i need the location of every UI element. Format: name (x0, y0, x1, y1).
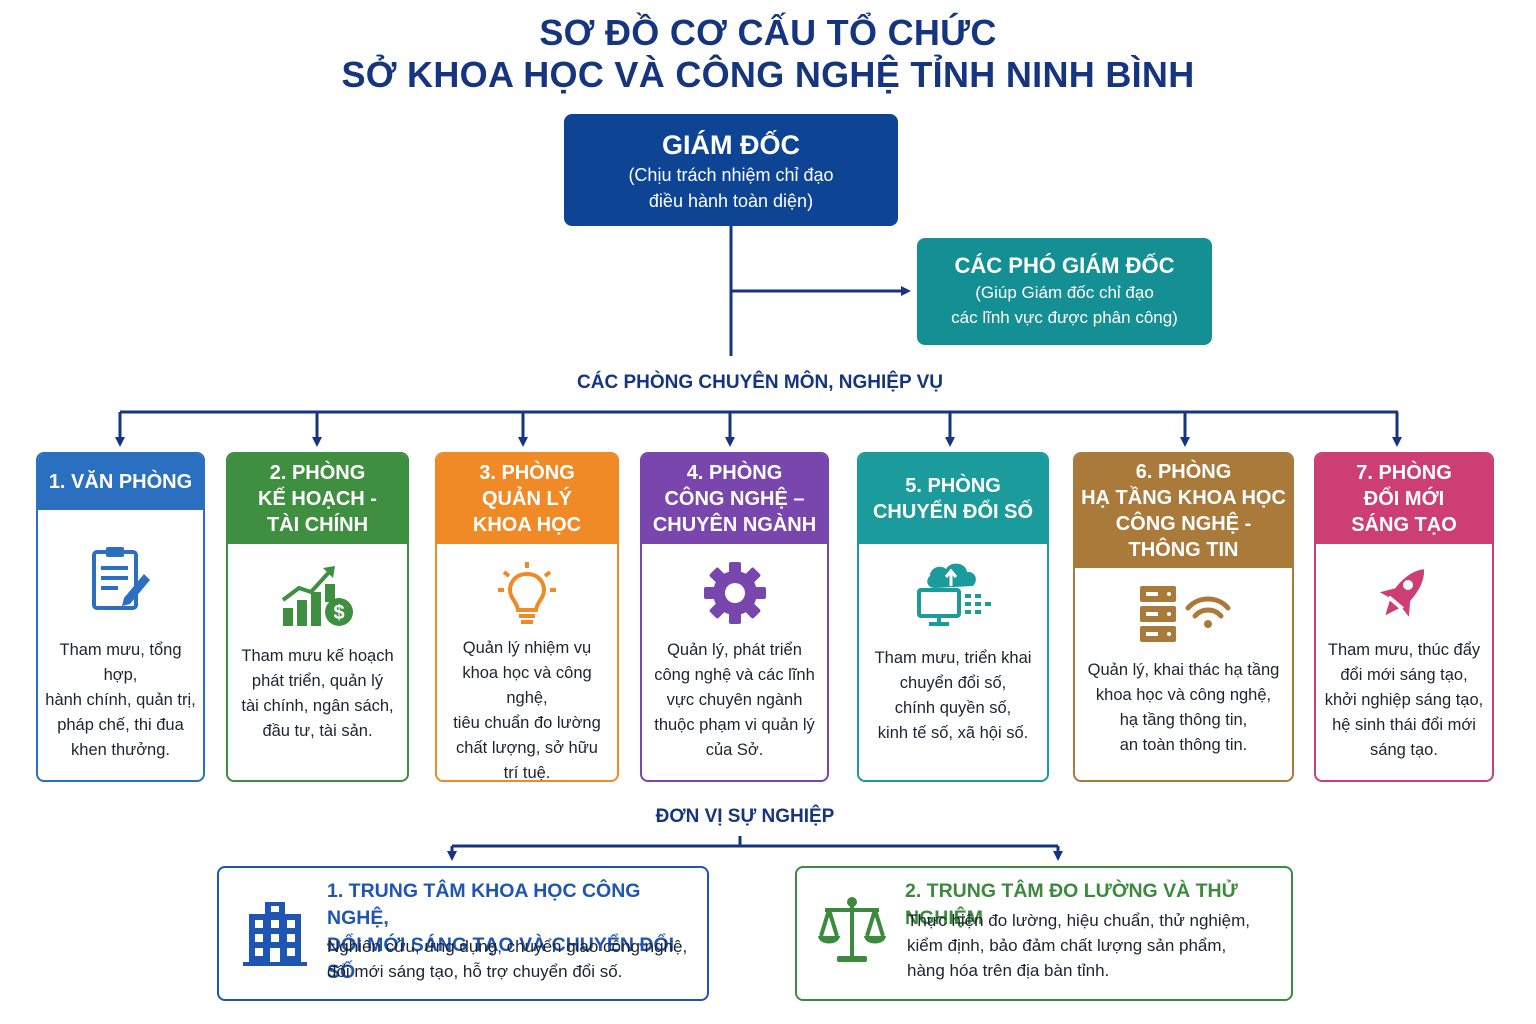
units-label: ĐƠN VỊ SỰ NGHIỆP (655, 806, 835, 827)
department-title: 6. PHÒNG HẠ TẦNG KHOA HỌC CÔNG NGHỆ - TH… (1075, 454, 1292, 568)
unit-title: 2. TRUNG TÂM ĐO LƯỜNG VÀ THỬ NGHIỆM (905, 880, 1238, 929)
building-icon (239, 896, 311, 973)
department-description: Tham mưu, tổng hợp, hành chính, quản trị… (45, 641, 196, 759)
clipboard-icon (38, 544, 203, 616)
department-card-cong-nghe-chuyen-nganh: 4. PHÒNG CÔNG NGHỆ – CHUYÊN NGÀNH Quản l… (640, 452, 829, 782)
department-card-quan-ly-khoa-hoc: 3. PHÒNG QUẢN LÝ KHOA HỌC Quản lý nhiệm … (435, 452, 619, 782)
svg-text:$: $ (333, 602, 344, 624)
department-card-doi-moi-sang-tao: 7. PHÒNG ĐỔI MỚI SÁNG TẠO Tham mưu, thúc… (1314, 452, 1494, 782)
page-subtitle: SỞ KHOA HỌC VÀ CÔNG NGHỆ TỈNH NINH BÌNH (341, 54, 1195, 95)
department-title: 1. VĂN PHÒNG (38, 454, 203, 510)
department-card-ke-hoach-tai-chinh: 2. PHÒNG KẾ HOẠCH - TÀI CHÍNH $ Tham mưu… (226, 452, 409, 782)
cloud-computer-icon (859, 558, 1047, 628)
deputy-description: (Giúp Giám đốc chỉ đạo các lĩnh vực được… (951, 283, 1178, 327)
rocket-icon (1316, 560, 1492, 626)
department-description: Quản lý, phát triển công nghệ và các lĩn… (654, 641, 815, 759)
gear-icon (642, 560, 827, 626)
department-description: Quản lý, khai thác hạ tầng khoa học và c… (1087, 661, 1280, 754)
finance-growth-icon: $ (228, 564, 407, 630)
scale-icon (815, 894, 889, 973)
department-title: 3. PHÒNG QUẢN LÝ KHOA HỌC (437, 454, 617, 544)
lightbulb-icon (437, 560, 617, 626)
department-card-ha-tang-khoa-hoc-cong-nghe-thong-tin: 6. PHÒNG HẠ TẦNG KHOA HỌC CÔNG NGHỆ - TH… (1073, 452, 1294, 782)
unit-description: Thực hiện đo lường, hiệu chuẩn, thử nghi… (907, 911, 1250, 980)
director-box: GIÁM ĐỐC (Chịu trách nhiệm chỉ đạo điều … (564, 114, 898, 226)
department-title: 7. PHÒNG ĐỔI MỚI SÁNG TẠO (1316, 454, 1492, 544)
department-description: Quản lý nhiệm vụ khoa học và công nghệ, … (453, 639, 601, 782)
director-description: (Chịu trách nhiệm chỉ đạo điều hành toàn… (628, 165, 834, 211)
server-wifi-icon (1075, 584, 1292, 644)
deputy-director-box: CÁC PHÓ GIÁM ĐỐC (Giúp Giám đốc chỉ đạo … (917, 238, 1212, 345)
department-description: Tham mưu, thúc đẩy đổi mới sáng tạo, khở… (1324, 641, 1484, 759)
unit-card-trung-tam-do-luong-thu-nghiem: 2. TRUNG TÂM ĐO LƯỜNG VÀ THỬ NGHIỆM Thực… (795, 866, 1293, 1001)
department-title: 2. PHÒNG KẾ HOẠCH - TÀI CHÍNH (228, 454, 407, 544)
unit-title: 1. TRUNG TÂM KHOA HỌC CÔNG NGHỆ, ĐỔI MỚI… (327, 880, 675, 983)
page-title: SƠ ĐỒ CƠ CẤU TỔ CHỨC (539, 12, 997, 53)
department-title: 5. PHÒNG CHUYỂN ĐỔI SỐ (859, 454, 1047, 544)
director-title: GIÁM ĐỐC (662, 130, 800, 160)
deputy-title: CÁC PHÓ GIÁM ĐỐC (954, 253, 1175, 278)
department-card-chuyen-doi-so: 5. PHÒNG CHUYỂN ĐỔI SỐ Tham mưu, triển k… (857, 452, 1049, 782)
department-description: Tham mưu kế hoạch phát triển, quản lý tà… (241, 647, 394, 740)
unit-card-trung-tam-khoa-hoc-cong-nghe: 1. TRUNG TÂM KHOA HỌC CÔNG NGHỆ, ĐỔI MỚI… (217, 866, 709, 1001)
department-description: Tham mưu, triển khai chuyển đổi số, chín… (874, 649, 1032, 742)
department-title: 4. PHÒNG CÔNG NGHỆ – CHUYÊN NGÀNH (642, 454, 827, 544)
unit-description: Nghiên cứu, ứng dụng, chuyển giao công n… (327, 937, 688, 981)
departments-label: CÁC PHÒNG CHUYÊN MÔN, NGHIỆP VỤ (577, 372, 943, 393)
department-card-van-phong: 1. VĂN PHÒNG Tham mưu, tổng hợp, hành ch… (36, 452, 205, 782)
